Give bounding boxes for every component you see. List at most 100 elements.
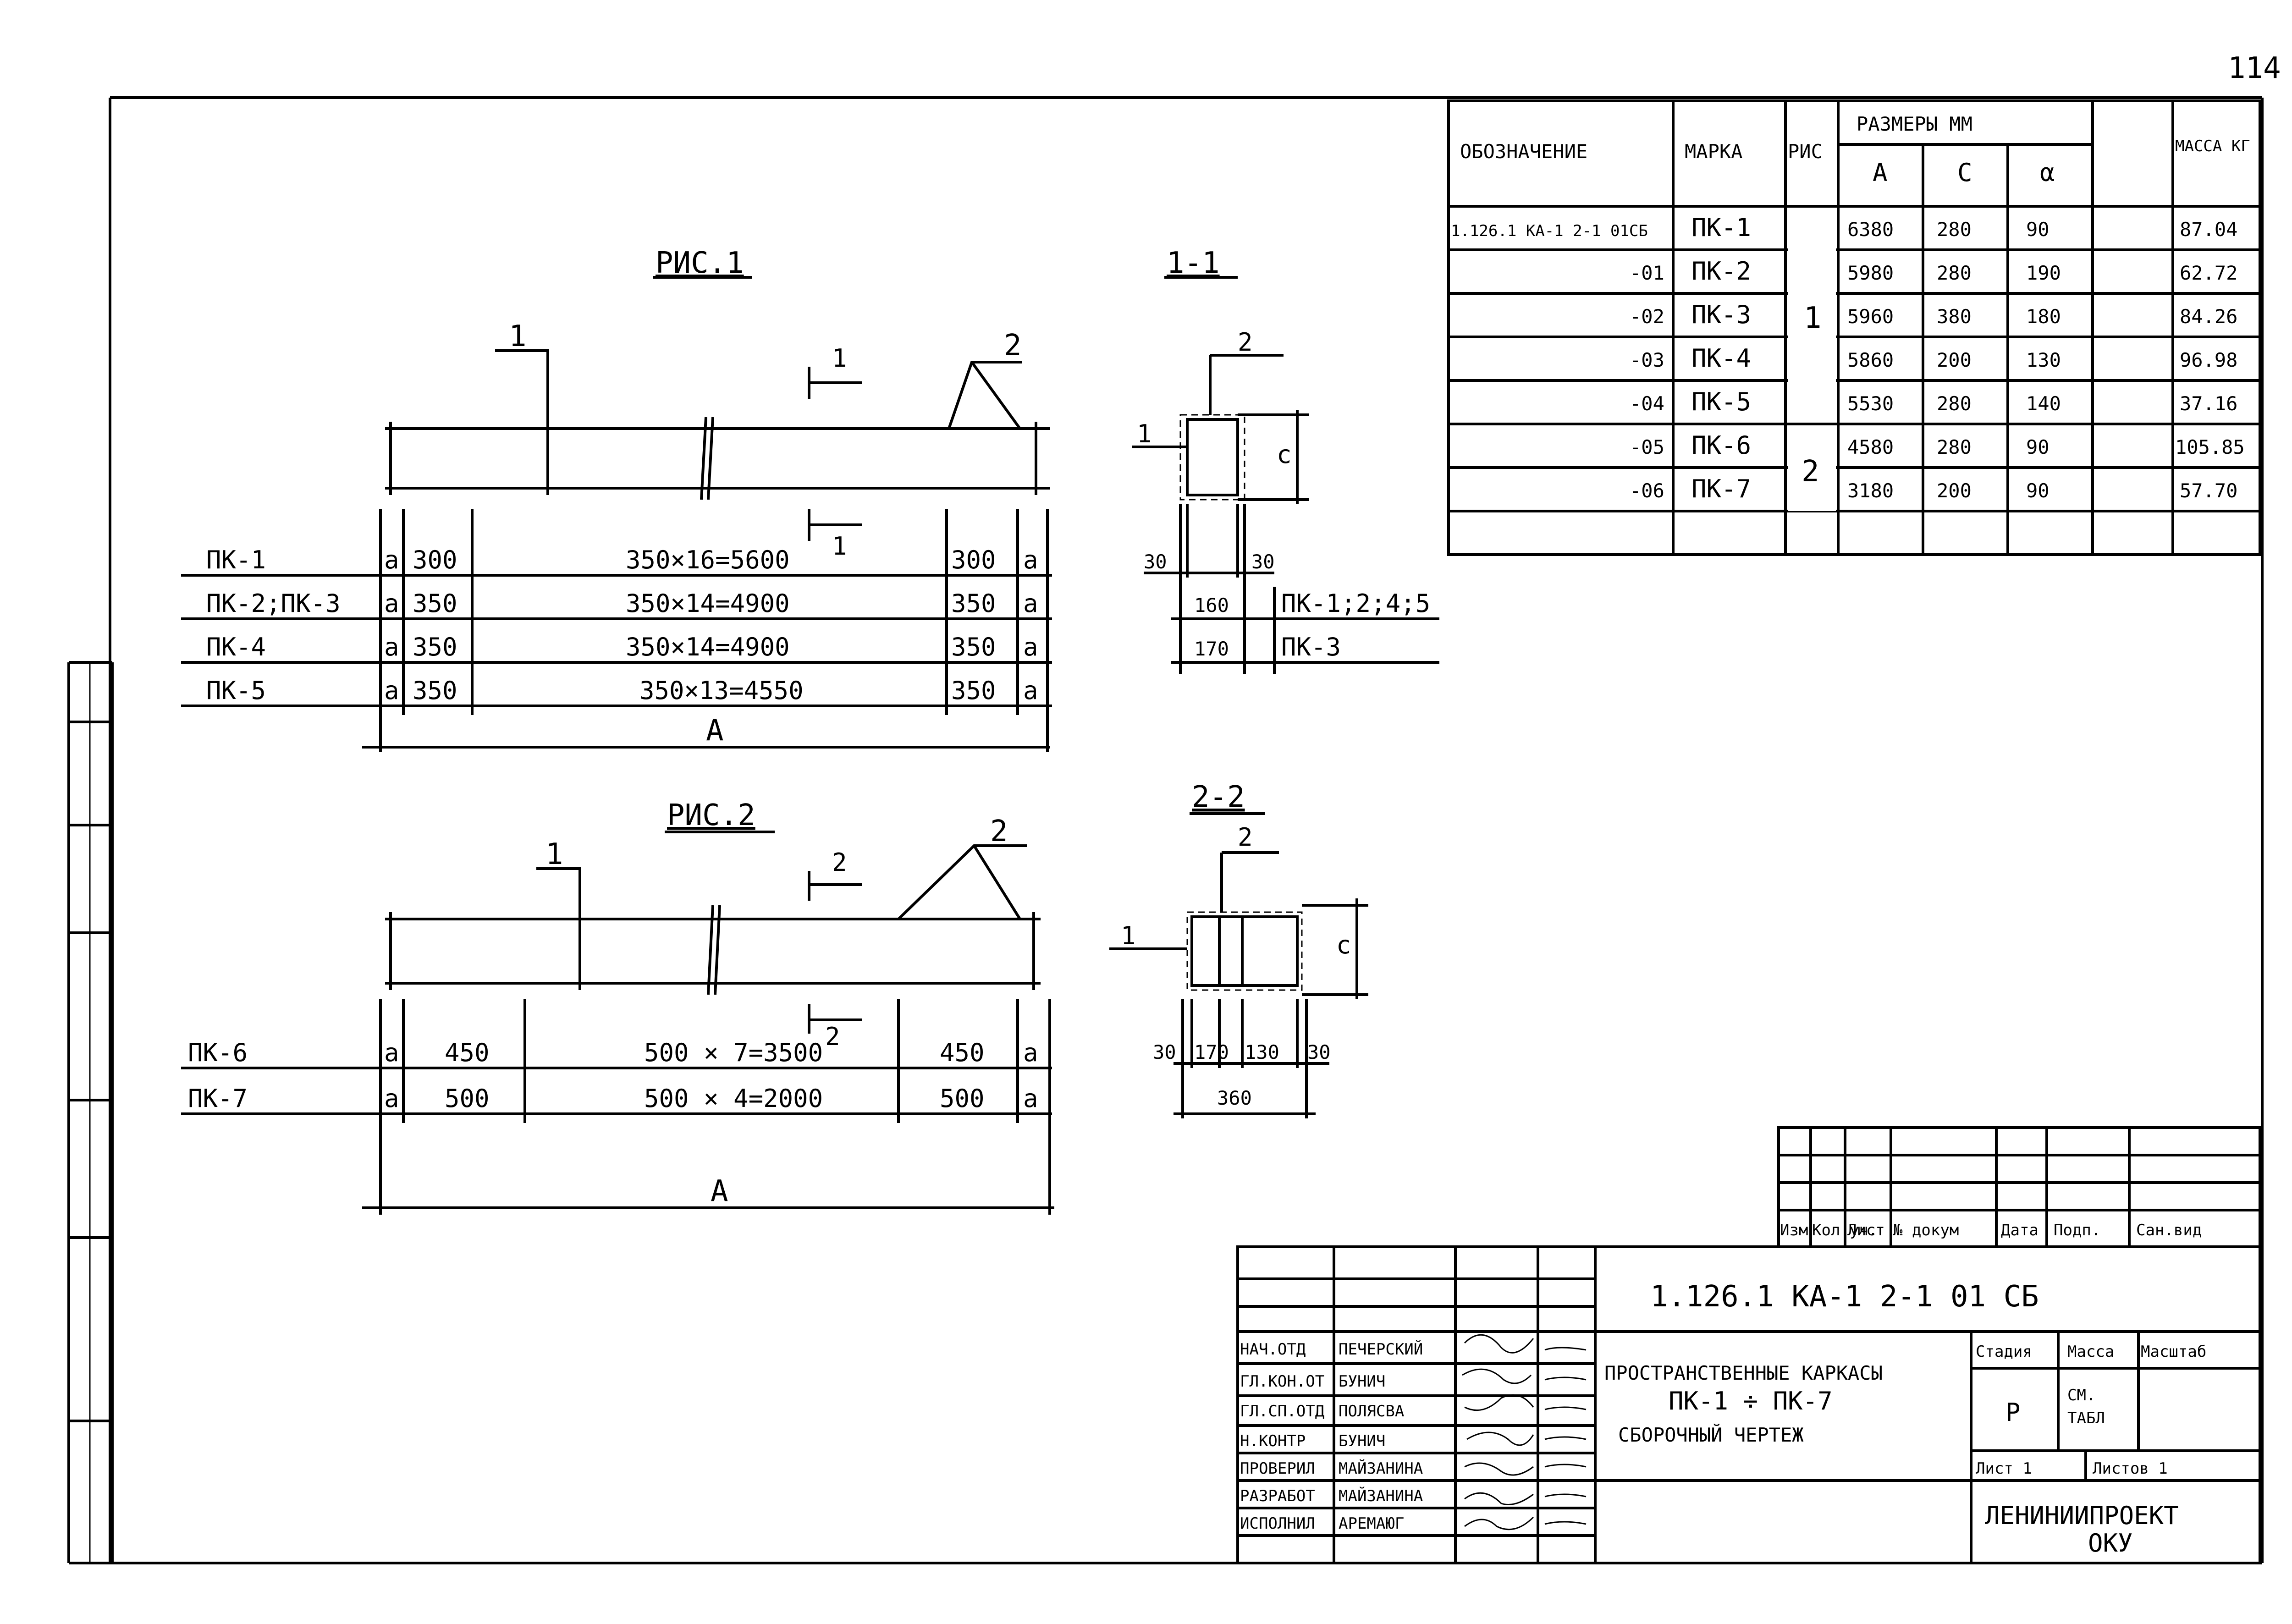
svg-text:130: 130 xyxy=(2026,349,2061,371)
svg-text:a: a xyxy=(384,633,399,661)
svg-text:350: 350 xyxy=(951,633,996,661)
svg-text:ПК-4: ПК-4 xyxy=(1691,344,1751,373)
section11-marks-170: ПК-3 xyxy=(1281,633,1341,661)
svg-text:87.04: 87.04 xyxy=(2180,218,2237,241)
svg-text:62.72: 62.72 xyxy=(2180,262,2237,284)
svg-text:a: a xyxy=(1023,676,1038,705)
section22-total: 360 xyxy=(1217,1087,1252,1109)
svg-text:РАЗРАБОТ: РАЗРАБОТ xyxy=(1240,1487,1315,1505)
svg-text:ПК-5: ПК-5 xyxy=(206,676,266,705)
section22-callout-2: 2 xyxy=(1238,823,1253,852)
section22-dim-2: 170 xyxy=(1194,1041,1229,1063)
svg-text:Изм: Изм xyxy=(1780,1221,1808,1239)
fig1-cut-bottom: 1 xyxy=(832,532,847,561)
svg-text:350: 350 xyxy=(951,676,996,705)
spec-row-4: -03 ПК-4 5860 200 130 96.98 xyxy=(1630,344,2237,373)
page-number: 114 xyxy=(2228,51,2281,85)
drawing-name-line-1: ПРОСТРАНСТВЕННЫЕ КАРКАСЫ xyxy=(1604,1362,1883,1384)
svg-text:380: 380 xyxy=(1937,305,1972,328)
svg-text:-01: -01 xyxy=(1630,262,1664,284)
fig2-callout-1: 1 xyxy=(545,837,563,871)
fig1-overall-dim: А xyxy=(706,714,724,748)
svg-text:ИСПОЛНИЛ: ИСПОЛНИЛ xyxy=(1240,1514,1315,1533)
svg-text:Сан.вид: Сан.вид xyxy=(2136,1221,2202,1239)
svg-text:№ докум: № докум xyxy=(1893,1221,1959,1239)
svg-text:a: a xyxy=(384,1038,399,1067)
spec-row-5: -04 ПК-5 5530 280 140 37.16 xyxy=(1630,387,2237,416)
svg-text:350×14=4900: 350×14=4900 xyxy=(626,633,790,661)
svg-text:ПК-7: ПК-7 xyxy=(188,1084,248,1113)
fig1-row-1: ПК-1 a 300 350×16=5600 300 a xyxy=(206,545,1038,574)
svg-text:a: a xyxy=(384,1084,399,1113)
svg-text:57.70: 57.70 xyxy=(2180,479,2237,502)
svg-text:АРЕМАЮГ: АРЕМАЮГ xyxy=(1339,1514,1404,1533)
section11-width-170: 170 xyxy=(1194,638,1229,660)
svg-text:a: a xyxy=(1023,545,1038,574)
fig2-callout-2: 2 xyxy=(990,815,1008,848)
section11-left-30: 30 xyxy=(1144,551,1167,573)
organization-subunit: ОКУ xyxy=(2088,1529,2133,1558)
fig1-title: РИС.1 xyxy=(656,246,744,280)
svg-text:-05: -05 xyxy=(1630,436,1664,458)
title-block: Изм Кол уч. Лист № докум Дата Подп. Сан.… xyxy=(1236,1126,2261,1564)
section-2-2: 2-2 2 1 с 30 170 130 30 360 xyxy=(1109,780,1368,1118)
svg-text:ПК-7: ПК-7 xyxy=(1691,474,1751,503)
section11-c-dim: с xyxy=(1277,440,1292,469)
mass-value-2: ТАБЛ xyxy=(2067,1409,2105,1427)
svg-text:105.85: 105.85 xyxy=(2175,436,2245,458)
section22-dim-3: 130 xyxy=(1245,1041,1279,1063)
spec-header-mass: МАССА КГ xyxy=(2175,137,2250,155)
figure-2: РИС.2 1 2 2 2 ПК-6 a xyxy=(181,798,1054,1215)
mass-label: Масса xyxy=(2067,1343,2114,1361)
svg-text:4580: 4580 xyxy=(1847,436,1894,458)
handwritten-signatures xyxy=(1462,1334,1587,1530)
section22-callout-1: 1 xyxy=(1121,921,1136,950)
svg-text:350: 350 xyxy=(413,589,457,618)
svg-text:ПК-2: ПК-2 xyxy=(1691,257,1751,286)
svg-text:Лист: Лист xyxy=(1847,1221,1885,1239)
svg-text:a: a xyxy=(1023,1038,1038,1067)
svg-text:350×13=4550: 350×13=4550 xyxy=(639,676,804,705)
document-code: 1.126.1 КА-1 2-1 01 СБ xyxy=(1650,1280,2039,1314)
svg-text:-03: -03 xyxy=(1630,349,1664,371)
spec-row-3: -02 ПК-3 5960 380 180 84.26 xyxy=(1630,300,2237,329)
svg-text:90: 90 xyxy=(2026,218,2050,241)
svg-text:-02: -02 xyxy=(1630,305,1664,328)
svg-text:Подп.: Подп. xyxy=(2054,1221,2100,1239)
svg-text:200: 200 xyxy=(1937,349,1972,371)
signers: НАЧ.ОТД ПЕЧЕРСКИЙ ГЛ.КОН.ОТ БУНИЧ ГЛ.СП.… xyxy=(1240,1340,1423,1533)
fig2-row-1: ПК-6 a 450 500 × 7=3500 450 a xyxy=(188,1038,1038,1067)
fig1-callout-1: 1 xyxy=(509,319,527,353)
section22-dim-1: 30 xyxy=(1153,1041,1176,1063)
svg-text:a: a xyxy=(1023,633,1038,661)
svg-text:БУНИЧ: БУНИЧ xyxy=(1339,1432,1385,1450)
svg-text:ПК-5: ПК-5 xyxy=(1691,387,1751,416)
fig2-overall-dim: А xyxy=(711,1174,728,1208)
section-1-1: 1-1 2 1 с 30 30 160 ПК-1;2;4;5 170 ПК-3 xyxy=(1132,246,1439,674)
svg-text:НАЧ.ОТД: НАЧ.ОТД xyxy=(1240,1340,1306,1359)
svg-text:a: a xyxy=(384,676,399,705)
fig2-cut-top: 2 xyxy=(832,848,847,877)
svg-text:5530: 5530 xyxy=(1847,392,1894,415)
svg-text:ПРОВЕРИЛ: ПРОВЕРИЛ xyxy=(1240,1459,1315,1478)
svg-text:ПК-2;ПК-3: ПК-2;ПК-3 xyxy=(206,589,341,618)
spec-row-6: -05 ПК-6 4580 280 90 105.85 xyxy=(1630,431,2245,460)
fig2-dim-table xyxy=(181,999,1054,1215)
svg-text:350×16=5600: 350×16=5600 xyxy=(626,545,790,574)
sheet-frame xyxy=(67,96,2264,1564)
spec-header-fig: РИС xyxy=(1788,140,1823,163)
svg-text:5980: 5980 xyxy=(1847,262,1894,284)
svg-text:-04: -04 xyxy=(1630,392,1664,415)
sheet-number: Лист 1 xyxy=(1976,1459,2032,1478)
svg-text:МАЙЗАНИНА: МАЙЗАНИНА xyxy=(1339,1459,1423,1478)
svg-text:96.98: 96.98 xyxy=(2180,349,2237,371)
svg-text:3180: 3180 xyxy=(1847,479,1894,502)
fig2-title: РИС.2 xyxy=(667,798,755,832)
figure-1: РИС.1 1 2 1 1 xyxy=(181,246,1052,752)
svg-text:a: a xyxy=(1023,1084,1038,1113)
svg-text:500 × 4=2000: 500 × 4=2000 xyxy=(644,1084,823,1113)
svg-text:ГЛ.СП.ОТД: ГЛ.СП.ОТД xyxy=(1240,1402,1324,1420)
section11-callout-1: 1 xyxy=(1137,419,1152,448)
spec-row-1: 1.126.1 КА-1 2-1 01СБ ПК-1 6380 280 90 8… xyxy=(1451,213,2237,242)
fig2-row-2: ПК-7 a 500 500 × 4=2000 500 a xyxy=(188,1084,1038,1113)
